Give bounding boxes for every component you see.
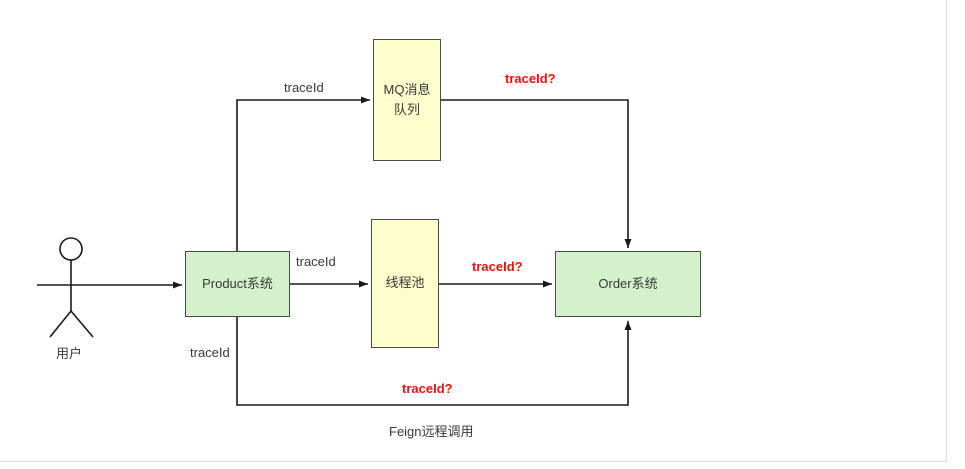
edge-label-product-to-mq: traceId bbox=[284, 80, 324, 95]
node-order-label: Order系统 bbox=[598, 275, 658, 291]
node-product-system: Product系统 bbox=[185, 251, 290, 317]
actor-label: 用户 bbox=[56, 346, 83, 361]
edge-label-feign-question: traceId? bbox=[402, 381, 453, 396]
user-actor-icon bbox=[49, 237, 94, 338]
edge-label-feign-traceid: traceId bbox=[190, 345, 230, 360]
node-product-label: Product系统 bbox=[202, 275, 273, 291]
edge-label-mq-to-order: traceId? bbox=[505, 71, 556, 86]
node-thread-pool-label: 线程池 bbox=[385, 275, 425, 291]
arrow-product-to-order-feign bbox=[236, 317, 632, 406]
node-mq-queue: MQ消息队列 bbox=[373, 39, 441, 161]
arrow-product-to-mq bbox=[236, 96, 370, 251]
page-edge-right bbox=[946, 0, 947, 462]
node-mq-label: MQ消息队列 bbox=[383, 81, 431, 117]
page-edge-bottom bbox=[0, 461, 947, 462]
arrow-mq-to-order bbox=[441, 99, 632, 248]
edge-label-threadpool-to-order: traceId? bbox=[472, 259, 523, 274]
node-order-system: Order系统 bbox=[555, 251, 701, 317]
edge-label-product-to-threadpool: traceId bbox=[296, 254, 336, 269]
node-thread-pool: 线程池 bbox=[371, 219, 439, 348]
edge-caption-feign-call: Feign远程调用 bbox=[389, 424, 474, 439]
